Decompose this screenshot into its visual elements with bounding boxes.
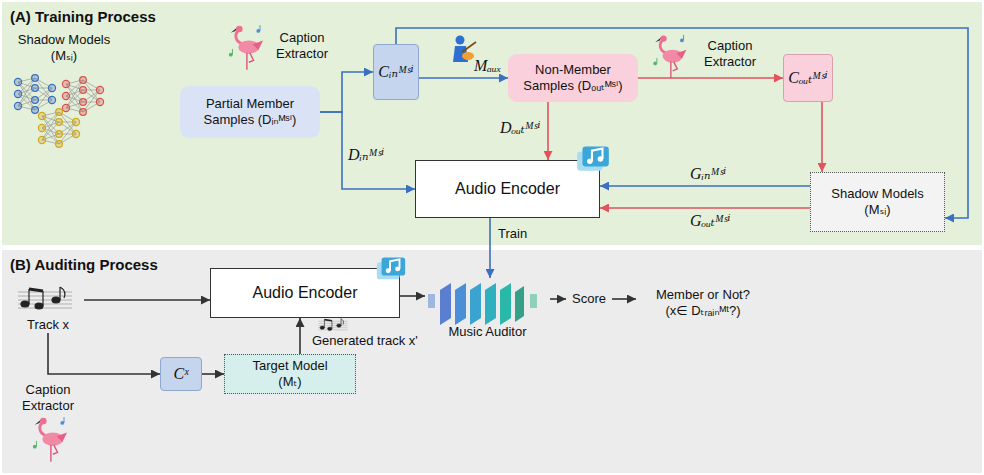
data-box: Cₒᵤₜᴹˢⁱ <box>783 54 833 102</box>
score-text: Score <box>566 288 612 310</box>
edge-label: Gᵢₙᴹˢⁱ <box>690 164 726 183</box>
model-box: Target Model (Mₜ) <box>224 354 356 394</box>
data-box: Cᵢₙᴹˢⁱ <box>373 44 419 100</box>
edge-label: Gₒᵤₜᴹˢⁱ <box>690 211 730 230</box>
node-text: Track x <box>27 317 69 333</box>
node-text: Cᵢₙᴹˢⁱ <box>378 62 413 81</box>
node-text: Partial Member Samples (Dᵢₙᴹˢⁱ) <box>180 96 320 127</box>
node-text: Audio Encoder <box>253 283 358 302</box>
edge-label: Train <box>498 226 527 242</box>
panel-band: (B) Auditing ProcessTrack x Audio Encoder… <box>2 250 982 473</box>
process-box: Partial Member Samples (Dᵢₙᴹˢⁱ) <box>180 86 320 138</box>
edge-label: Dᵢₙᴹˢⁱ <box>348 145 384 164</box>
node-text: (x∈ Dₜᵣₐᵢₙᴹᵗ?) <box>665 303 740 319</box>
panel-band: (A) Training ProcessPartial Member Sampl… <box>2 2 982 245</box>
node-text: Music Auditor <box>448 324 526 340</box>
node-text: Score <box>572 291 606 307</box>
node-text: Target Model (Mₜ) <box>241 358 339 389</box>
edge-label: Mₐᵤₓ <box>474 56 501 75</box>
node-text: Audio Encoder <box>455 179 560 198</box>
edge-label: Caption Extractor <box>266 30 338 61</box>
edge-label: Caption Extractor <box>6 382 90 413</box>
group-label: Shadow Models (Mₛᵢ) <box>14 32 114 63</box>
model-box: Shadow Models (Mₛᵢ) <box>810 172 945 232</box>
panel-title: (A) Training Process <box>10 8 156 26</box>
process-box: Non-Member Samples (Dₒᵤₜᴹˢⁱ) <box>508 54 638 102</box>
encoder-box: Audio Encoder <box>210 268 400 318</box>
node-text: Cˣ <box>173 364 188 383</box>
data-box: Cˣ <box>160 357 202 391</box>
edge-label: Generated track x' <box>312 333 418 349</box>
node-text: Member or Not? <box>656 287 750 303</box>
edge-label: Dₒᵤₜᴹˢⁱ <box>500 118 540 137</box>
auditor-network: Music Auditor <box>425 278 550 340</box>
edge-label: Caption Extractor <box>694 38 766 69</box>
track-icon: Track x <box>12 283 84 333</box>
panel-title: (B) Auditing Process <box>10 256 158 274</box>
node-text: Cₒᵤₜᴹˢⁱ <box>788 68 828 87</box>
node-text: Non-Member Samples (Dₒᵤₜᴹˢⁱ) <box>508 62 638 93</box>
encoder-box: Audio Encoder <box>415 160 600 218</box>
decision-text: Member or Not?(x∈ Dₜᵣₐᵢₙᴹᵗ?) <box>636 280 770 326</box>
node-text: Shadow Models (Mₛᵢ) <box>825 186 930 217</box>
